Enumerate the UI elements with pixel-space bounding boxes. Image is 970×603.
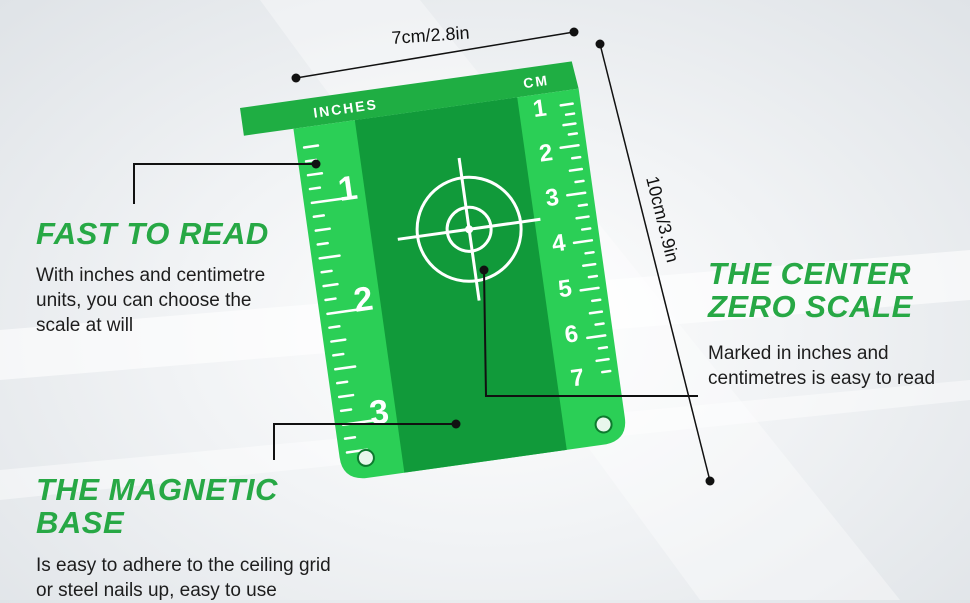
- title-line: THE CENTER: [708, 256, 912, 291]
- desc-line: centimetres is easy to read: [708, 368, 936, 390]
- feature-center-zero-scale: THE CENTER ZERO SCALE Marked in inches a…: [708, 256, 968, 391]
- title-line: ZERO SCALE: [708, 288, 913, 324]
- target-center-dot: [465, 225, 474, 234]
- desc-line: Is easy to adhere to the ceiling grid: [36, 555, 331, 577]
- desc-line: or steel nails up, easy to use: [36, 580, 277, 602]
- feature-desc-fast-to-read: With inches and centimetre units, you ca…: [36, 263, 336, 338]
- cm-number-6: 6: [563, 320, 580, 349]
- desc-line: units, you can choose the: [36, 289, 252, 311]
- callout-fast-to-read: [133, 159, 321, 204]
- width-label: 7cm/2.8in: [391, 23, 470, 48]
- cm-number-3: 3: [544, 184, 561, 213]
- height-label: 10cm/3.9in: [642, 174, 683, 264]
- cm-number-1: 1: [531, 94, 548, 123]
- feature-title-fast-to-read: FAST TO READ: [36, 216, 269, 251]
- desc-line: With inches and centimetre: [36, 264, 266, 286]
- plate-top-lip: [240, 61, 579, 136]
- feature-desc-center-zero-scale: Marked in inches and centimetres is easy…: [708, 341, 968, 391]
- cm-label: CM: [522, 72, 550, 91]
- callout-center-zero: [479, 265, 698, 397]
- mount-hole-left: [356, 448, 375, 467]
- feature-title-magnetic-base: THE MAGNETIC BASE: [36, 472, 278, 540]
- feature-desc-magnetic-base: Is easy to adhere to the ceiling grid or…: [36, 553, 366, 603]
- desc-line: scale at will: [36, 314, 134, 336]
- cm-number-4: 4: [550, 229, 568, 258]
- plate-center-strip: [354, 97, 567, 473]
- feature-title-center-zero-scale: THE CENTER ZERO SCALE: [708, 256, 968, 324]
- cm-number-5: 5: [557, 275, 574, 304]
- cm-number-7: 7: [569, 364, 586, 393]
- callout-magnetic-base: [273, 419, 461, 460]
- mount-hole-right: [594, 415, 613, 434]
- feature-magnetic-base: THE MAGNETIC BASE Is easy to adhere to t…: [36, 472, 366, 603]
- cm-ruler: [559, 102, 612, 374]
- cm-number-2: 2: [537, 139, 554, 168]
- feature-fast-to-read: FAST TO READ With inches and centimetre …: [36, 216, 336, 338]
- desc-line: Marked in inches and: [708, 343, 889, 365]
